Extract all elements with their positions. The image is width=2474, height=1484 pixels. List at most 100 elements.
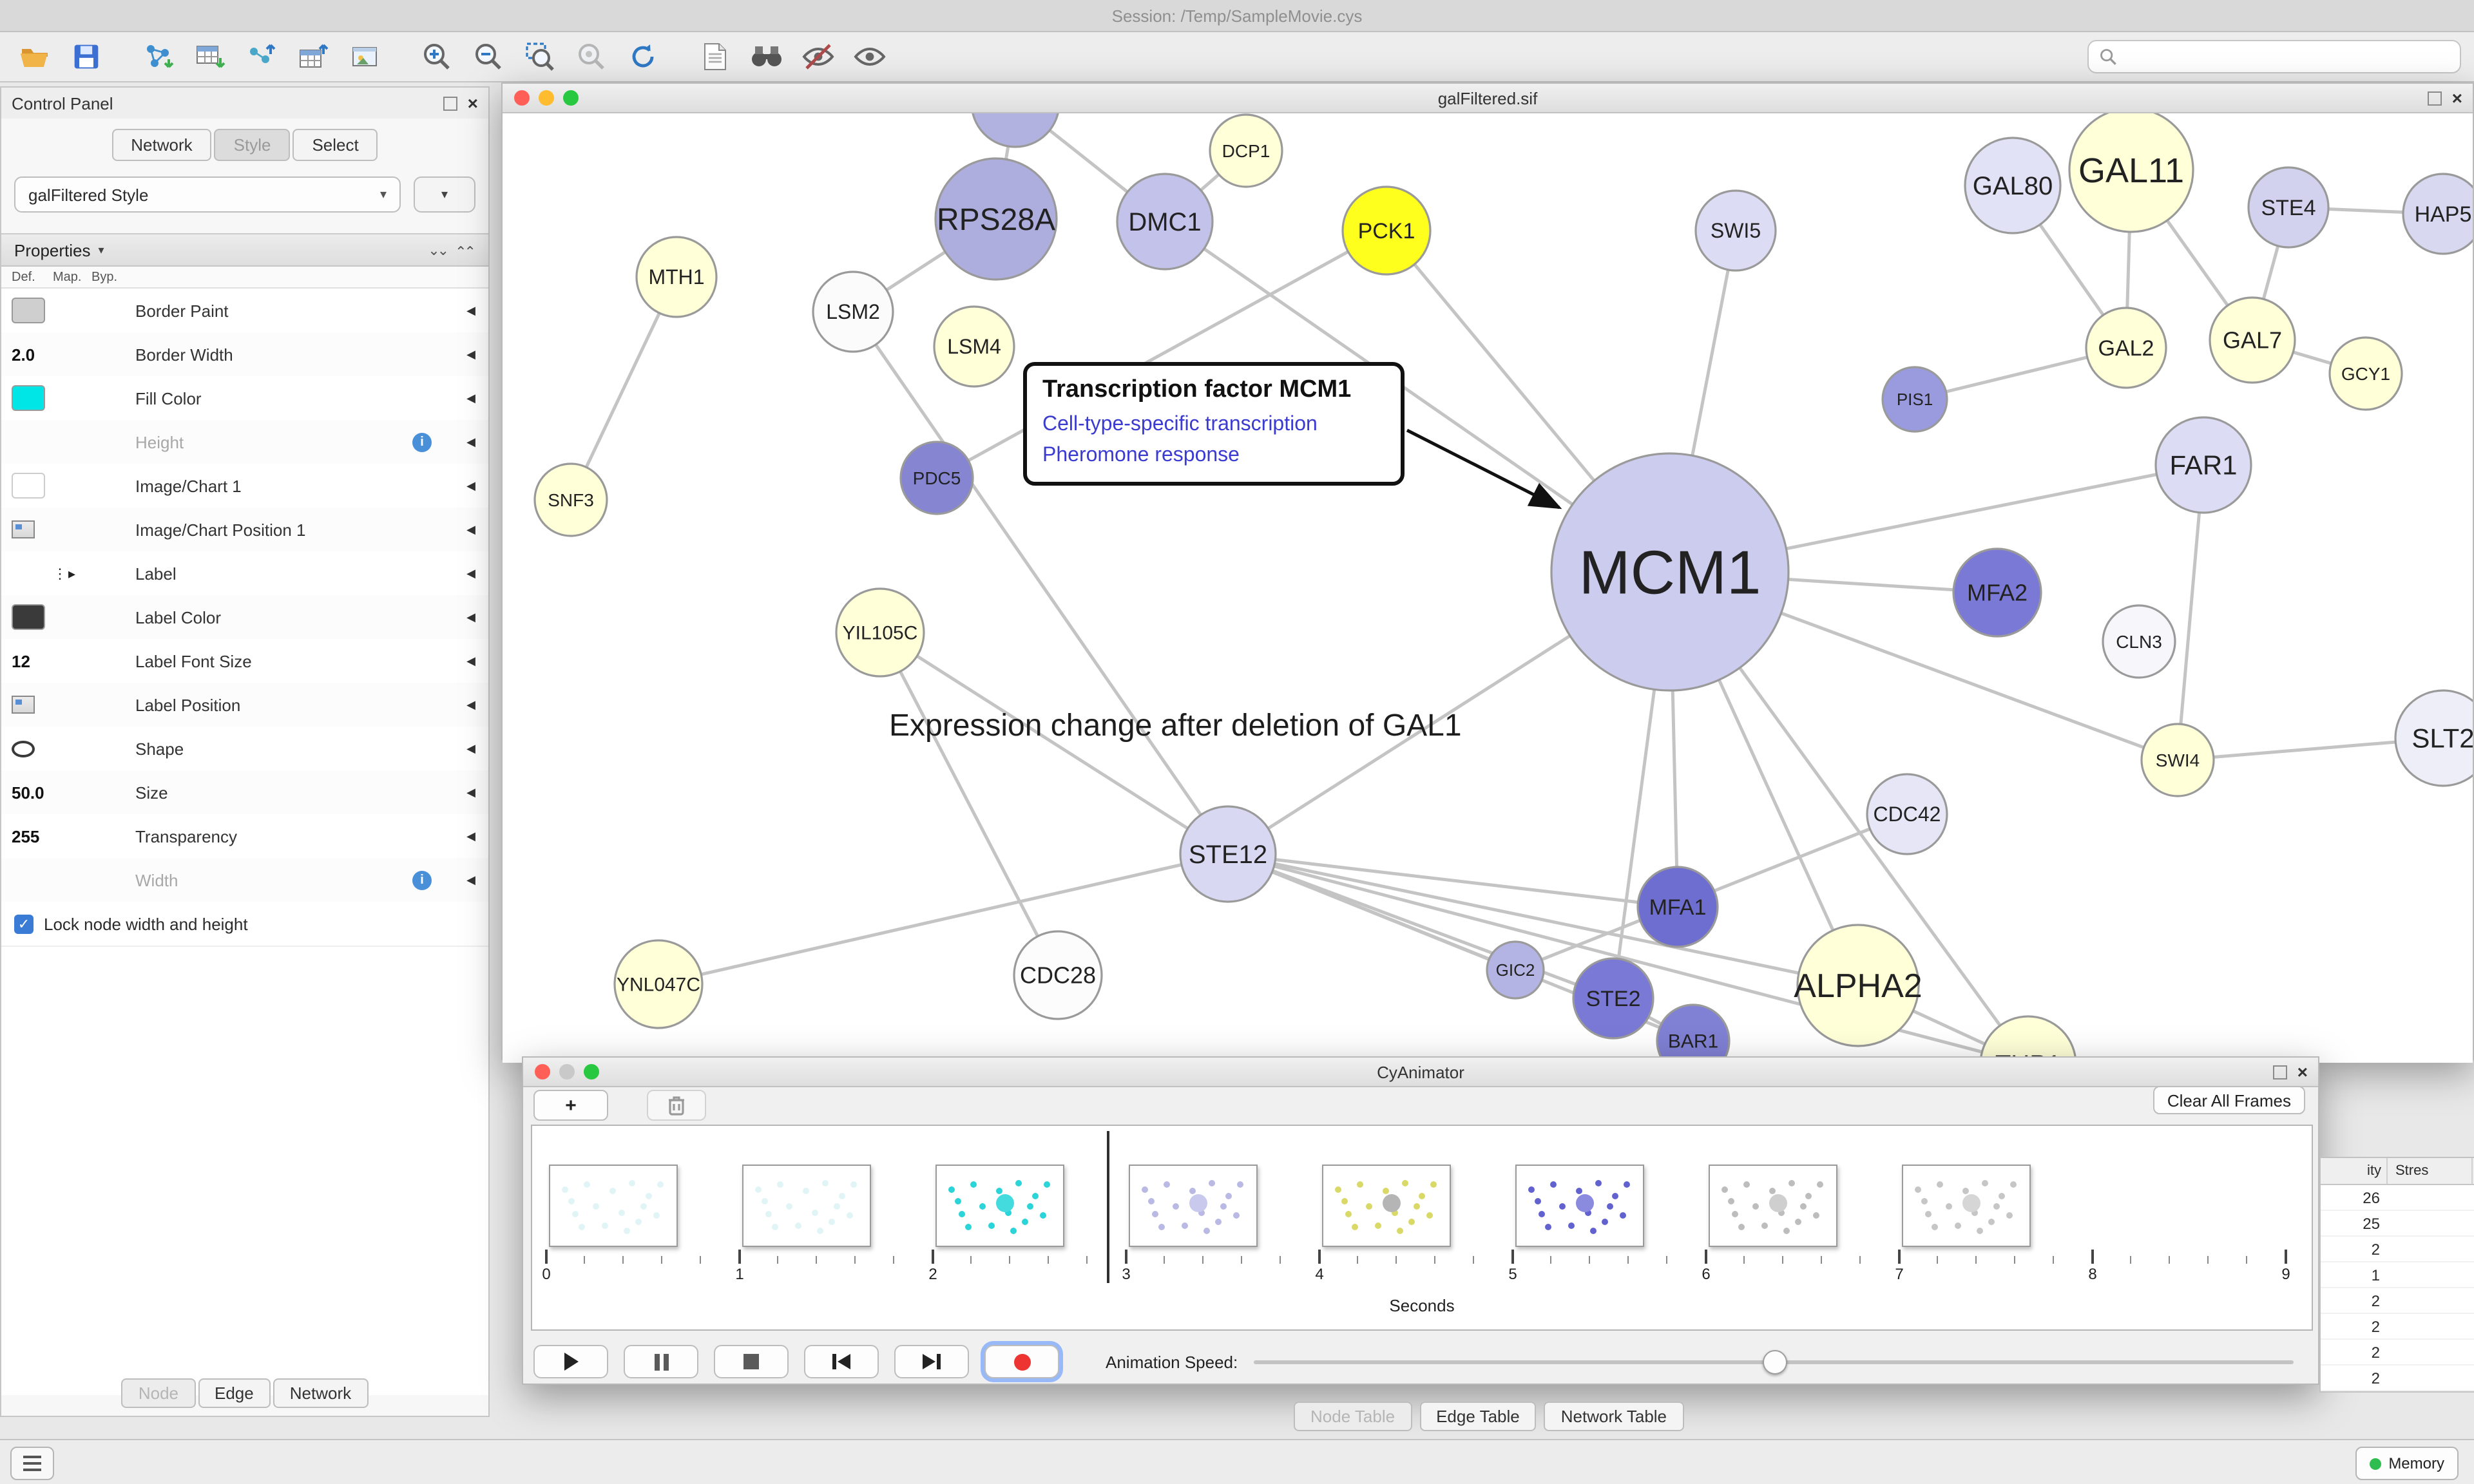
expand-all-icon[interactable]: ⌄⌄ <box>428 243 449 258</box>
network-node-YNL047C[interactable]: YNL047C <box>613 939 704 1029</box>
column-header[interactable]: ity <box>2321 1158 2388 1184</box>
expand-property-icon[interactable]: ◀ <box>466 873 475 886</box>
close-window-icon[interactable] <box>514 90 530 106</box>
tab-select[interactable]: Select <box>292 129 378 161</box>
ellipse-shape-icon[interactable] <box>12 740 35 757</box>
slider-handle[interactable] <box>1763 1350 1788 1375</box>
property-row-shape[interactable]: Shape◀ <box>1 727 488 770</box>
column-header[interactable]: Stres <box>2388 1158 2473 1184</box>
property-row-label-color[interactable]: Label Color◀ <box>1 595 488 639</box>
network-node-DCP1[interactable]: DCP1 <box>1209 113 1283 188</box>
export-table-button[interactable] <box>291 37 335 76</box>
first-neighbors-button[interactable] <box>745 37 789 76</box>
previous-frame-button[interactable] <box>804 1345 879 1378</box>
memory-button[interactable]: Memory <box>2355 1447 2459 1480</box>
expand-property-icon[interactable]: ◀ <box>466 435 475 448</box>
network-node-MCM1[interactable]: MCM1 <box>1550 452 1790 692</box>
style-selector[interactable]: galFiltered Style ▾ <box>14 176 401 213</box>
network-node-HAP5[interactable]: HAP5 <box>2402 173 2473 255</box>
table-row[interactable]: 1 <box>2321 1262 2474 1288</box>
network-node-GIC2[interactable]: GIC2 <box>1486 940 1545 1000</box>
network-node-CLN3[interactable]: CLN3 <box>2102 604 2176 679</box>
network-node-ALPHA2[interactable]: ALPHA2 <box>1794 924 1923 1047</box>
table-row[interactable]: 2 <box>2321 1314 2474 1340</box>
properties-header[interactable]: Properties ▾ ⌄⌄ ⌄⌄ <box>1 233 488 267</box>
timeline-frame-7[interactable] <box>1902 1165 2031 1247</box>
annotation-box[interactable]: Transcription factor MCM1 Cell-type-spec… <box>1023 362 1405 486</box>
table-row[interactable]: 2 <box>2321 1237 2474 1262</box>
property-row-label-position[interactable]: Label Position◀ <box>1 683 488 727</box>
network-node-GAL7[interactable]: GAL7 <box>2209 296 2296 384</box>
network-node-STE4[interactable]: STE4 <box>2247 166 2330 249</box>
minimize-window-icon[interactable] <box>559 1064 575 1080</box>
expand-property-icon[interactable]: ◀ <box>466 698 475 710</box>
zoom-fit-button[interactable] <box>518 37 562 76</box>
panel-menu-button[interactable] <box>10 1447 54 1480</box>
expand-property-icon[interactable]: ◀ <box>466 741 475 754</box>
lock-size-checkbox[interactable]: ✓ <box>14 914 34 933</box>
close-view-icon[interactable]: × <box>2451 88 2462 108</box>
hide-graphics-details-button[interactable] <box>796 37 840 76</box>
open-session-button[interactable] <box>13 37 57 76</box>
network-node-SWI5[interactable]: SWI5 <box>1694 189 1777 272</box>
close-window-icon[interactable] <box>535 1064 550 1080</box>
timeline-frame-0[interactable] <box>549 1165 678 1247</box>
timeline-frame-4[interactable] <box>1322 1165 1451 1247</box>
default-value-swatch[interactable] <box>12 473 45 499</box>
save-session-button[interactable] <box>64 37 108 76</box>
timeline-frame-3[interactable] <box>1129 1165 1258 1247</box>
tab-node[interactable]: Node <box>121 1378 195 1408</box>
timeline-frame-2[interactable] <box>935 1165 1064 1247</box>
maximize-window-icon[interactable] <box>584 1064 599 1080</box>
delete-frame-button[interactable] <box>647 1090 706 1121</box>
network-node-LSM2[interactable]: LSM2 <box>812 271 894 353</box>
zoom-selected-button[interactable] <box>570 37 613 76</box>
expand-property-icon[interactable]: ◀ <box>466 610 475 623</box>
tab-style[interactable]: Style <box>214 129 291 161</box>
float-window-icon[interactable] <box>2272 1065 2287 1079</box>
position-icon[interactable] <box>12 696 35 714</box>
expand-property-icon[interactable]: ◀ <box>466 522 475 535</box>
export-network-button[interactable] <box>240 37 283 76</box>
network-node-GCY1[interactable]: GCY1 <box>2328 336 2403 411</box>
network-node-PCK1[interactable]: PCK1 <box>1341 186 1432 276</box>
default-value-swatch[interactable] <box>12 298 45 323</box>
info-icon[interactable]: i <box>412 432 432 452</box>
network-node-FAR1[interactable]: FAR1 <box>2154 416 2252 514</box>
network-node-MFA1[interactable]: MFA1 <box>1636 866 1719 948</box>
table-row[interactable]: 26 <box>2321 1185 2474 1211</box>
export-image-button[interactable] <box>343 37 387 76</box>
import-network-button[interactable] <box>137 37 180 76</box>
table-row[interactable]: 2 <box>2321 1288 2474 1314</box>
network-node-PDC5[interactable]: PDC5 <box>899 441 974 515</box>
network-node-STE12[interactable]: STE12 <box>1179 805 1277 903</box>
expand-property-icon[interactable]: ◀ <box>466 479 475 491</box>
network-node-LSM4[interactable]: LSM4 <box>933 305 1015 388</box>
network-node-CDC28[interactable]: CDC28 <box>1013 930 1103 1020</box>
play-button[interactable] <box>533 1345 608 1378</box>
expand-property-icon[interactable]: ◀ <box>466 654 475 667</box>
show-graphics-details-button[interactable] <box>848 37 892 76</box>
expand-property-icon[interactable]: ◀ <box>466 829 475 842</box>
record-button[interactable] <box>984 1345 1059 1378</box>
close-view-icon[interactable]: × <box>2297 1061 2308 1082</box>
timeline-playhead[interactable] <box>1107 1131 1109 1283</box>
annotation-link[interactable]: Cell-type-specific transcription <box>1042 414 1318 435</box>
expand-property-icon[interactable]: ◀ <box>466 303 475 316</box>
network-node-GAL80[interactable]: GAL80 <box>1964 137 2062 234</box>
default-value[interactable]: 2.0 <box>12 345 35 364</box>
network-node-SWI4[interactable]: SWI4 <box>2140 723 2215 797</box>
network-node-MFA2[interactable]: MFA2 <box>1952 547 2042 638</box>
table-row[interactable]: 25 <box>2321 1211 2474 1237</box>
import-table-button[interactable] <box>188 37 232 76</box>
stop-button[interactable] <box>714 1345 789 1378</box>
timeline-frame-6[interactable] <box>1709 1165 1837 1247</box>
tab-network-table[interactable]: Network Table <box>1544 1402 1684 1431</box>
add-frame-button[interactable]: + <box>533 1090 608 1121</box>
float-panel-icon[interactable] <box>443 96 457 110</box>
refresh-view-button[interactable] <box>621 37 665 76</box>
